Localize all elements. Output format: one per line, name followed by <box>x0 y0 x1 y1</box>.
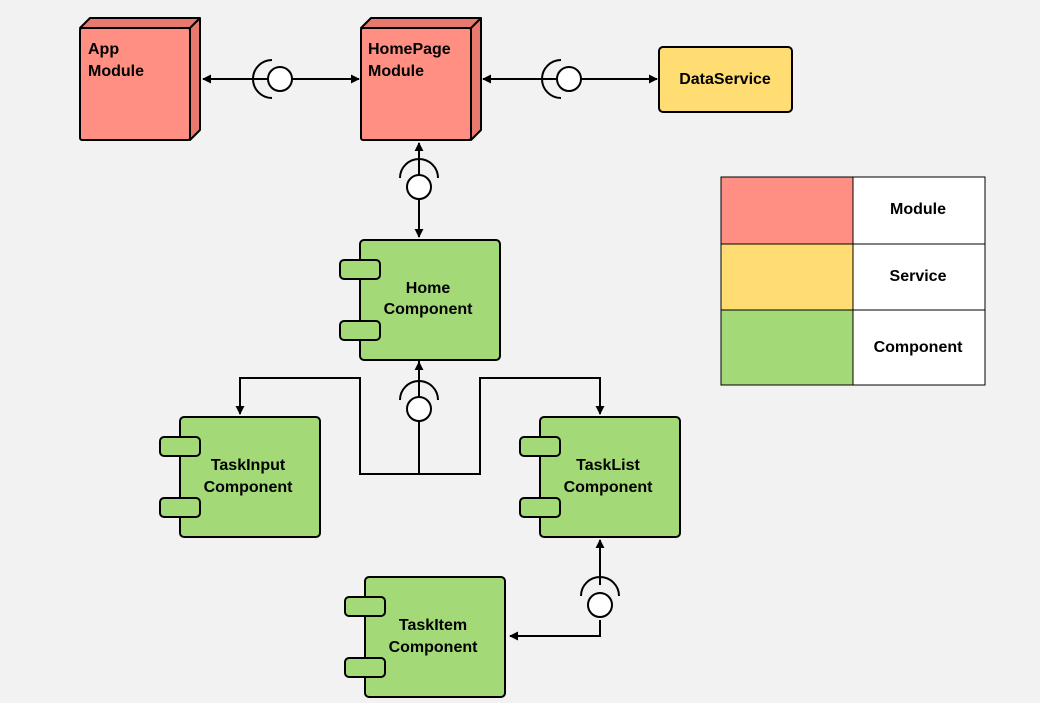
tasklist-component-label-line2: Component <box>564 479 654 496</box>
socket-icon <box>541 59 562 99</box>
socket-icon <box>399 380 439 401</box>
component-port <box>339 259 381 280</box>
taskinput-component-label-line1: TaskInput <box>211 457 286 474</box>
app-module-label-line1: App <box>88 41 119 58</box>
edge-homepage-home <box>399 142 439 238</box>
socket-icon <box>580 576 620 597</box>
module-face <box>360 27 472 141</box>
legend: Module Service Component <box>720 176 986 386</box>
legend-label-module: Module <box>890 201 946 218</box>
tasklist-component-label-line1: TaskList <box>576 457 640 474</box>
taskinput-component-label-line2: Component <box>204 479 294 496</box>
interface-ball-icon <box>587 592 613 618</box>
component-port <box>339 320 381 341</box>
socket-icon <box>399 158 439 179</box>
interface-ball-icon <box>556 66 582 92</box>
taskitem-component-node: TaskItem Component <box>344 576 506 698</box>
interface-ball-icon <box>406 396 432 422</box>
homepage-module-label-line2: Module <box>368 63 424 80</box>
data-service-node: DataService <box>658 46 793 113</box>
edge-tasklist-taskitem <box>509 539 620 641</box>
interface-ball-icon <box>406 174 432 200</box>
home-component-node: Home Component <box>339 239 501 361</box>
tasklist-component-node: TaskList Component <box>519 416 681 538</box>
edge-home-children <box>235 361 605 475</box>
interface-ball-icon <box>267 66 293 92</box>
edge-homepage-dataservice <box>482 59 658 99</box>
component-port <box>344 596 386 617</box>
app-module-label-line2: Module <box>88 63 144 80</box>
app-module-node: App Module <box>79 17 201 141</box>
legend-label-component: Component <box>874 339 964 356</box>
legend-swatch-component <box>721 310 853 385</box>
taskitem-component-label-line2: Component <box>389 639 479 656</box>
component-port <box>519 497 561 518</box>
home-component-label-line2: Component <box>384 301 474 318</box>
socket-icon <box>252 59 273 99</box>
module-face <box>79 27 191 141</box>
legend-swatch-module <box>721 177 853 244</box>
legend-label-service: Service <box>890 268 947 285</box>
home-component-label-line1: Home <box>406 280 451 297</box>
edge-app-homepage <box>202 59 360 99</box>
homepage-module-node: HomePage Module <box>360 17 482 141</box>
component-port <box>159 497 201 518</box>
taskinput-component-node: TaskInput Component <box>159 416 321 538</box>
component-port <box>519 436 561 457</box>
data-service-label: DataService <box>679 71 771 88</box>
legend-swatch-service <box>721 244 853 310</box>
taskitem-component-label-line1: TaskItem <box>399 617 467 634</box>
component-port <box>344 657 386 678</box>
component-port <box>159 436 201 457</box>
homepage-module-label-line1: HomePage <box>368 41 451 58</box>
